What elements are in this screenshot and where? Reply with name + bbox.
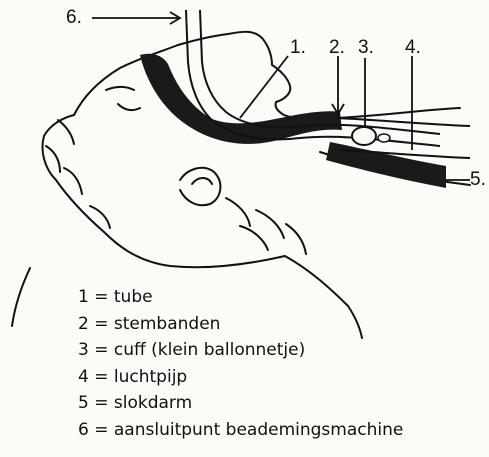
neck-fold-2 xyxy=(286,224,306,254)
callout-5: 5. xyxy=(470,170,486,189)
legend-num: 1 xyxy=(78,287,89,307)
legend-eq: = xyxy=(94,314,108,334)
legend-text: stembanden xyxy=(114,314,221,334)
hair-4 xyxy=(90,206,110,228)
legend-item-luchtpijp: 4 = luchtpijp xyxy=(78,364,403,391)
legend-eq: = xyxy=(94,420,108,440)
neck-fold xyxy=(256,210,284,238)
callout-2: 2. xyxy=(329,38,345,57)
legend-num: 6 xyxy=(78,420,89,440)
jaw-line xyxy=(336,108,460,118)
legend-text: tube xyxy=(114,287,153,307)
hair-6 xyxy=(240,226,268,250)
legend-item-stembanden: 2 = stembanden xyxy=(78,311,403,338)
legend-text: luchtpijp xyxy=(114,367,187,387)
tongue-fill xyxy=(140,54,342,144)
legend-text: cuff (klein ballonnetje) xyxy=(114,340,305,360)
nostril xyxy=(118,104,140,110)
eye xyxy=(106,87,134,90)
legend-eq: = xyxy=(94,287,108,307)
legend-num: 2 xyxy=(78,314,89,334)
legend-item-tube: 1 = tube xyxy=(78,284,403,311)
hair-5 xyxy=(226,198,250,226)
cuff-tip xyxy=(378,134,390,142)
leader-1 xyxy=(240,56,288,118)
callout-3: 3. xyxy=(358,38,374,57)
ear xyxy=(180,168,220,205)
legend-eq: = xyxy=(94,393,108,413)
legend-item-cuff: 3 = cuff (klein ballonnetje) xyxy=(78,337,403,364)
legend-eq: = xyxy=(94,340,108,360)
legend-item-slokdarm: 5 = slokdarm xyxy=(78,390,403,417)
legend-item-aansluitpunt: 6 = aansluitpunt beademingsmachine xyxy=(78,417,403,444)
legend-eq: = xyxy=(94,367,108,387)
legend-list: 1 = tube 2 = stembanden 3 = cuff (klein … xyxy=(78,284,403,443)
legend-text: aansluitpunt beademingsmachine xyxy=(114,420,403,440)
ear-inner xyxy=(192,178,212,184)
cuff xyxy=(352,127,376,145)
legend-num: 5 xyxy=(78,393,89,413)
esophagus-fill xyxy=(326,142,446,188)
left-bottom xyxy=(12,268,30,326)
hair-3 xyxy=(64,168,82,194)
hair-1 xyxy=(58,120,74,144)
legend-num: 3 xyxy=(78,340,89,360)
legend-num: 4 xyxy=(78,367,89,387)
callout-1: 1. xyxy=(290,38,306,57)
callout-6: 6. xyxy=(66,8,82,27)
legend-text: slokdarm xyxy=(114,393,192,413)
callout-4: 4. xyxy=(405,38,421,57)
